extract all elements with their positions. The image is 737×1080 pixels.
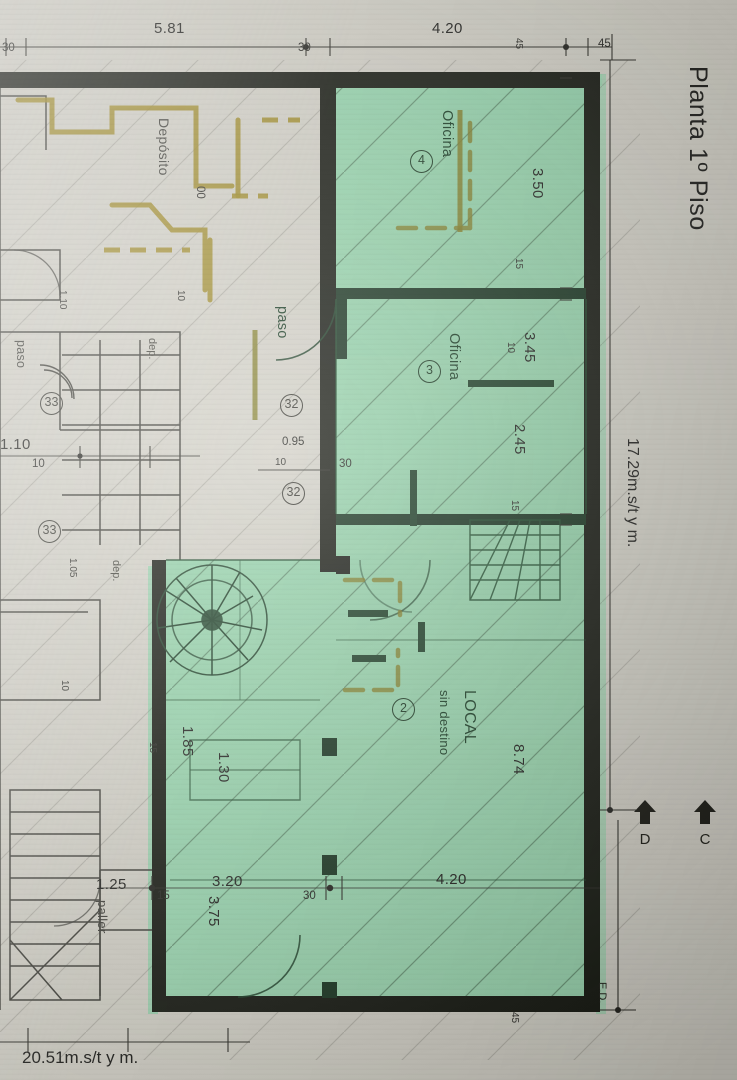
room-label-oficina-4: Oficina bbox=[439, 110, 455, 158]
dim-right-245: 2.45 bbox=[511, 424, 528, 455]
floor-plan-linework bbox=[0, 34, 640, 1060]
dim-top-30-left: 30 bbox=[2, 42, 15, 54]
green-zone-linework bbox=[166, 299, 587, 881]
small-stair-curve bbox=[39, 364, 75, 400]
dim-bottom-420: 4.20 bbox=[436, 871, 467, 888]
ochre-service-lines bbox=[15, 97, 241, 303]
ref-circle-32b: 32 bbox=[282, 482, 305, 505]
dim-interior-185: 1.85 bbox=[179, 726, 196, 757]
section-arrow-up-icon bbox=[634, 800, 656, 824]
ref-circle-32a: 32 bbox=[280, 394, 303, 417]
left-zone-linework bbox=[0, 88, 181, 1010]
room-label-local: LOCAL bbox=[461, 690, 478, 744]
dim-interior-10b: 10 bbox=[275, 457, 287, 468]
dim-top-30-mid: 30 bbox=[298, 42, 311, 54]
annotation-ed: E.D. bbox=[596, 982, 608, 1004]
room-number-4: 4 bbox=[410, 150, 433, 173]
ochre-dashed-lines bbox=[104, 117, 300, 253]
overall-dimension-bottom: 20.51m.s/t y m. bbox=[22, 1048, 139, 1067]
dim-bottom-125: 1.25 bbox=[96, 876, 127, 893]
dim-interior-105: 1.05 bbox=[67, 558, 78, 578]
ref-circle-33b: 33 bbox=[38, 520, 61, 543]
room-label-local-subtitle: sin destino bbox=[437, 690, 452, 756]
section-letter-d: D bbox=[639, 831, 651, 848]
dim-bottom-320: 3.20 bbox=[212, 873, 243, 890]
dim-top-420: 4.20 bbox=[432, 20, 463, 37]
interior-walls bbox=[322, 288, 586, 998]
dim-right-345: 3.45 bbox=[521, 332, 538, 363]
section-letter-c: C bbox=[699, 831, 711, 848]
dim-right-15b: 15 bbox=[509, 500, 520, 512]
dim-bottom-30: 30 bbox=[303, 890, 316, 902]
room-label-dep-1: dep. bbox=[146, 338, 158, 360]
page-title: Planta 1º Piso bbox=[684, 66, 712, 231]
room-label-deposito: Depósito bbox=[156, 118, 172, 176]
dim-top-581: 5.81 bbox=[154, 20, 185, 37]
dim-top-45-vertical: 45 bbox=[513, 38, 524, 50]
door-swings bbox=[237, 299, 431, 998]
overall-dimension-right: 17.29m.s/t y m. bbox=[624, 438, 641, 548]
dim-interior-10d: 10 bbox=[175, 290, 186, 302]
room-label-paso-left: paso bbox=[14, 340, 28, 369]
dim-interior-095: 0.95 bbox=[282, 436, 305, 448]
dim-right-350: 3.50 bbox=[529, 168, 546, 199]
section-marker-d[interactable]: D bbox=[632, 798, 658, 847]
exterior-walls bbox=[0, 72, 600, 1012]
plan-drawing-area bbox=[0, 34, 640, 1060]
dim-interior-10c: 10 bbox=[59, 680, 70, 692]
dim-top-45: 45 bbox=[598, 38, 611, 50]
dim-interior-15b: 15 bbox=[147, 742, 158, 754]
dim-interior-00: 00 bbox=[194, 186, 206, 199]
dim-interior-10: 10 bbox=[32, 458, 45, 470]
dim-bottom-15: 15 bbox=[157, 890, 170, 902]
dim-interior-30: 30 bbox=[339, 458, 352, 470]
dim-interior-130: 1.30 bbox=[215, 752, 232, 783]
room-number-2: 2 bbox=[392, 698, 415, 721]
dim-right-10: 10 bbox=[505, 342, 516, 354]
dim-interior-110b: 1.10 bbox=[57, 290, 68, 310]
fixture-bars bbox=[348, 380, 554, 662]
dimension-tick-dots bbox=[77, 44, 621, 1013]
room-number-3: 3 bbox=[418, 360, 441, 383]
dim-right-15: 15 bbox=[513, 258, 524, 270]
section-arrow-up-icon bbox=[694, 800, 716, 824]
door-swings-grey bbox=[13, 249, 101, 927]
dim-right-45-bottom: 45 bbox=[509, 1012, 520, 1024]
room-label-dep-2: dep. bbox=[110, 560, 122, 582]
dim-interior-110: 1.10 bbox=[0, 436, 31, 453]
room-label-oficina-3: Oficina bbox=[446, 333, 462, 381]
dim-bottom-375: 3.75 bbox=[205, 896, 222, 927]
section-marker-c[interactable]: C bbox=[692, 798, 718, 847]
spiral-staircase bbox=[156, 564, 268, 676]
dim-right-874: 8.74 bbox=[510, 744, 527, 775]
room-label-paso-mid: paso bbox=[274, 306, 290, 339]
ref-circle-33a: 33 bbox=[40, 392, 63, 415]
room-label-paller: paller bbox=[95, 900, 110, 934]
ochre-solid-green-zone bbox=[252, 110, 463, 420]
